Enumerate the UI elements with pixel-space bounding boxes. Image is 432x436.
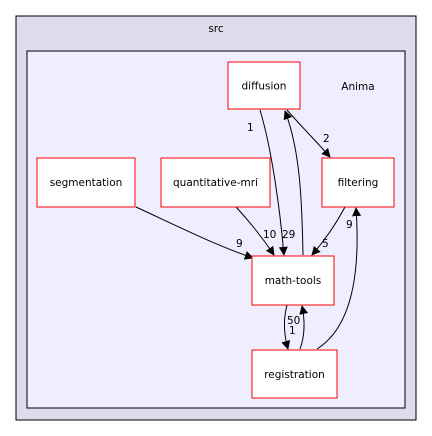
edge-label-math-tools-to-diffusion: 1	[247, 122, 254, 134]
edge-diffusion-to-filtering[interactable]	[286, 109, 331, 158]
node-quantitative-mri[interactable]: quantitative-mri	[160, 157, 271, 208]
edge-label-segmentation-to-math-tools: 9	[236, 238, 243, 250]
edge-label-diffusion-to-filtering: 2	[323, 133, 330, 145]
node-filtering[interactable]: filtering	[321, 157, 395, 208]
cluster-anima[interactable]: Anima	[26, 50, 406, 409]
edge-filtering-to-math-tools[interactable]	[311, 206, 346, 256]
node-math-tools-box	[251, 255, 335, 306]
node-math-tools[interactable]: math-tools	[251, 255, 335, 306]
cluster-anima-label: Anima	[341, 81, 374, 93]
node-registration-box	[251, 349, 338, 399]
node-segmentation[interactable]: segmentation	[36, 157, 136, 208]
node-diffusion-box	[227, 61, 301, 110]
edge-math-tools-to-registration[interactable]	[281, 304, 291, 350]
edge-segmentation-to-math-tools[interactable]	[135, 206, 254, 260]
node-quantitative-mri-box	[160, 157, 271, 208]
node-registration-label: registration	[264, 369, 325, 381]
node-diffusion-label: diffusion	[242, 81, 287, 93]
edge-label-registration-to-filtering: 9	[346, 219, 353, 231]
edge-label-registration-to-math-tools: 50	[287, 315, 300, 327]
edge-label-diffusion-to-math-tools: 29	[282, 229, 295, 241]
edges	[135, 109, 362, 350]
edge-math-tools-to-diffusion[interactable]	[283, 110, 304, 256]
edge-registration-to-math-tools[interactable]	[299, 305, 309, 350]
edge-label-math-tools-to-registration: 1	[289, 325, 296, 337]
node-quantitative-mri-label: quantitative-mri	[173, 177, 258, 189]
edge-quantitative-mri-to-math-tools[interactable]	[235, 206, 275, 256]
edge-diffusion-to-math-tools[interactable]	[259, 109, 288, 256]
cluster-anima-box	[26, 50, 406, 409]
edge-label-filtering-to-math-tools: 5	[322, 238, 329, 250]
node-diffusion[interactable]: diffusion	[227, 61, 301, 110]
node-segmentation-box	[36, 157, 136, 208]
node-filtering-label: filtering	[338, 177, 379, 189]
node-filtering-box	[321, 157, 395, 208]
edge-label-quantitative-mri-to-math-tools: 10	[263, 229, 276, 241]
cluster-src-label: src	[208, 23, 224, 35]
node-registration[interactable]: registration	[251, 349, 338, 399]
edge-registration-to-filtering[interactable]	[316, 207, 362, 350]
node-segmentation-label: segmentation	[50, 177, 123, 189]
node-math-tools-label: math-tools	[265, 275, 322, 287]
edge-labels: 29 1 2 9 10 5 1 50 9	[236, 122, 353, 337]
